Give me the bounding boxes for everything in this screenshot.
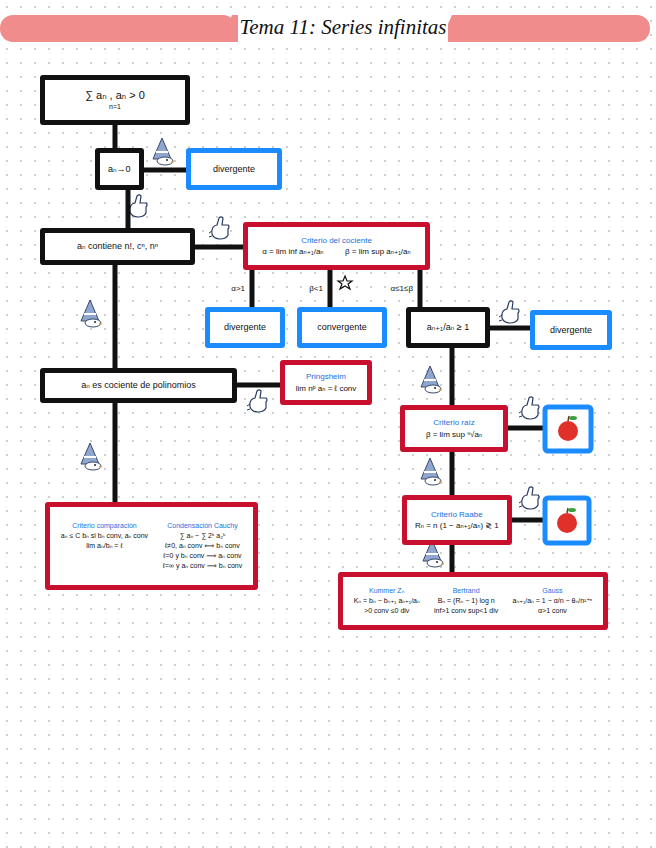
connector bbox=[113, 125, 118, 148]
title-bar bbox=[0, 15, 236, 42]
box-text: ∑ aₙ ~ ∑ 2ᵏ a₂ᵏ bbox=[180, 532, 226, 540]
decision-box: aₙ→0 bbox=[95, 148, 144, 190]
box-text: ℓ≠0, aₙ conv ⟺ bₙ conv bbox=[165, 542, 240, 550]
box-text: aₙ₊₁/aₙ ≥ 1 bbox=[427, 322, 469, 332]
box-text: aₙ ≤ C bₙ si bₙ conv, aₙ conv bbox=[61, 532, 148, 540]
result-box: divergente bbox=[205, 307, 285, 348]
result-box: divergente bbox=[186, 148, 282, 190]
criterion-box: Criterio raíz β = lim sup ⁿ√aₙ bbox=[400, 405, 508, 452]
box-text: >0 conv ≤0 div bbox=[364, 607, 409, 615]
box-text: ℓ=∞ y aₙ conv ⟹ bₙ conv bbox=[163, 562, 242, 570]
decision-box: aₙ contiene n!, cⁿ, nⁿ bbox=[40, 228, 195, 265]
connector bbox=[126, 190, 131, 228]
box-text: β = lim sup aₙ₊₁/aₙ bbox=[345, 247, 411, 256]
box-heading: Criterio comparación bbox=[72, 522, 137, 530]
connector bbox=[237, 383, 280, 388]
criterion-box: Criterio comparación aₙ ≤ C bₙ si bₙ conv… bbox=[45, 502, 258, 590]
result-box: divergente bbox=[530, 310, 612, 350]
box-heading: Criterio Raabe bbox=[431, 510, 483, 519]
connector bbox=[195, 245, 243, 250]
edge-label: α≤1≤β bbox=[389, 283, 415, 294]
criterion-box: Criterio Raabe Rₙ = n (1 − aₙ₊₁/aₙ) ≷ 1 bbox=[402, 495, 512, 545]
box-text: β = lim sup ⁿ√aₙ bbox=[426, 430, 482, 439]
connector bbox=[490, 326, 530, 331]
connector bbox=[328, 270, 333, 307]
box-heading: Criterio del cociente bbox=[301, 236, 372, 245]
box-text: ℓ=0 y bₙ conv ⟹ aₙ conv bbox=[163, 552, 241, 560]
box-text: divergente bbox=[550, 325, 592, 335]
star bbox=[338, 276, 352, 289]
page-title: Tema 11: Series infinitas bbox=[238, 12, 448, 42]
box-text: divergente bbox=[213, 164, 255, 174]
start-box: ∑ aₙ , aₙ > 0n=1 bbox=[40, 75, 190, 125]
box-text: aₙ₊₁/aₙ = 1 − α/n − θₙ/n¹⁺ᵋ bbox=[513, 597, 593, 605]
decision-box: aₙ es cociente de polinomios bbox=[40, 368, 237, 403]
box-text: n=1 bbox=[109, 103, 121, 111]
box-text: lim aₙ/bₙ = ℓ bbox=[86, 542, 122, 550]
box-text: lim nᵖ aₙ = ℓ conv bbox=[296, 384, 357, 393]
criterion-box: Pringsheim lim nᵖ aₙ = ℓ conv bbox=[280, 360, 372, 405]
edge-label: α>1 bbox=[229, 283, 247, 294]
apple-box bbox=[545, 498, 589, 543]
connector bbox=[450, 452, 455, 495]
box-text: α>1 conv bbox=[538, 607, 567, 615]
title-bar bbox=[450, 15, 650, 42]
box-heading: Condensación Cauchy bbox=[167, 522, 237, 530]
box-heading: Bertrand bbox=[453, 587, 480, 595]
box-text: divergente bbox=[224, 322, 266, 332]
connector bbox=[250, 270, 255, 307]
box-text: aₙ es cociente de polinomios bbox=[81, 380, 196, 390]
apple-box bbox=[545, 407, 591, 451]
box-text: aₙ→0 bbox=[108, 164, 131, 174]
box-text: aₙ contiene n!, cⁿ, nⁿ bbox=[77, 241, 158, 251]
box-text: ∑ aₙ , aₙ > 0 bbox=[85, 89, 145, 102]
box-text: Kₙ = bₙ − bₙ₊₁ aₙ₊₁/aₙ bbox=[354, 597, 420, 605]
box-heading: Criterio raíz bbox=[433, 418, 474, 427]
box-heading: Pringsheim bbox=[306, 372, 346, 381]
box-text: Bₙ = (Rₙ − 1) log n bbox=[438, 597, 495, 605]
criterion-box: Kummer Zₙ Kₙ = bₙ − bₙ₊₁ aₙ₊₁/aₙ >0 conv ≤… bbox=[338, 572, 608, 630]
connector bbox=[144, 168, 186, 173]
box-text: Rₙ = n (1 − aₙ₊₁/aₙ) ≷ 1 bbox=[415, 521, 499, 530]
box-text: α = lim inf aₙ₊₁/aₙ bbox=[262, 247, 323, 256]
box-text: convergente bbox=[317, 322, 367, 332]
edge-label: β<1 bbox=[307, 283, 325, 294]
connector bbox=[113, 265, 118, 368]
result-box: convergente bbox=[297, 307, 387, 348]
box-heading: Kummer Zₙ bbox=[369, 587, 404, 595]
connector bbox=[450, 348, 455, 405]
decision-box: aₙ₊₁/aₙ ≥ 1 bbox=[406, 307, 490, 348]
connector bbox=[113, 403, 118, 502]
connector bbox=[450, 545, 455, 572]
box-text: inf>1 conv sup<1 div bbox=[434, 607, 498, 615]
connector bbox=[418, 270, 423, 307]
criterion-box: Criterio del cociente α = lim inf aₙ₊₁/aₙ… bbox=[243, 222, 430, 270]
box-heading: Gauss bbox=[542, 587, 562, 595]
